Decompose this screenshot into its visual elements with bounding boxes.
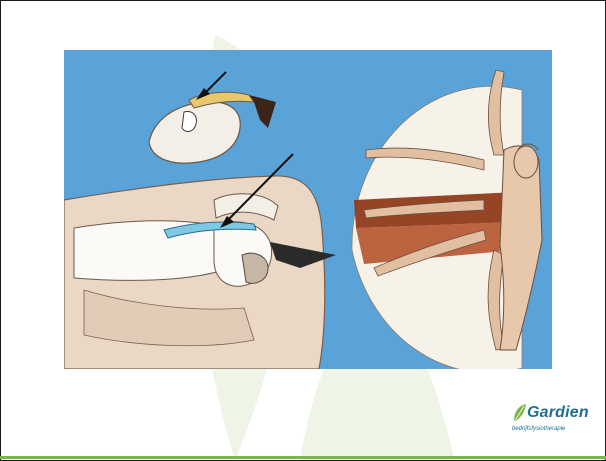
anatomy-illustration — [64, 50, 552, 369]
gardien-logo: Gardien bedrijfsfysiotherapie — [512, 402, 606, 442]
leaf-icon — [512, 402, 528, 424]
accent-line — [0, 456, 606, 459]
logo-name: Gardien — [527, 404, 589, 422]
logo-tagline: bedrijfsfysiotherapie — [512, 426, 565, 432]
